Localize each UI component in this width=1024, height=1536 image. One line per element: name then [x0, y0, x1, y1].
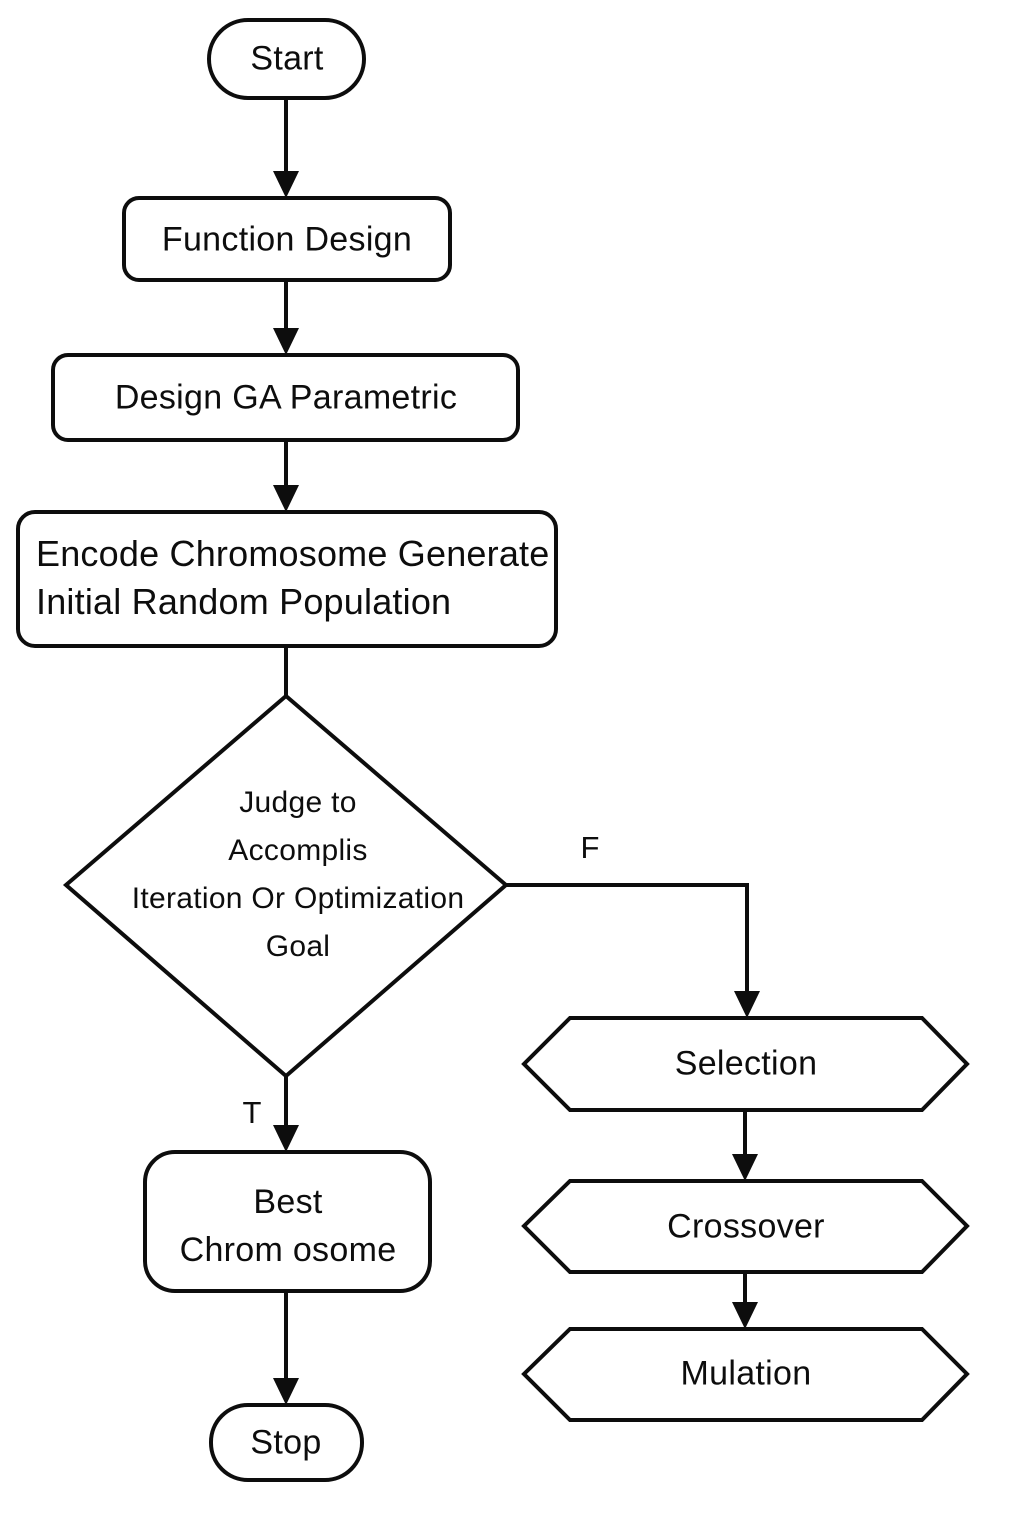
- best-chromosome-label: Best Chrom osome: [180, 1178, 397, 1274]
- crossover-hexagon-shape: [521, 1179, 970, 1274]
- judge-line-2: Accomplis: [228, 834, 368, 867]
- mulation-hexagon-shape: [521, 1327, 970, 1422]
- connector-judge-to-selection: [506, 883, 749, 993]
- mulation-label: Mulation: [680, 1354, 812, 1393]
- start-label: Start: [250, 39, 324, 78]
- encode-chromosome-line-1: Encode Chromosome Generate: [36, 533, 550, 574]
- best-chromosome-line-1: Best: [253, 1183, 323, 1221]
- design-ga-parametric-label: Design GA Parametric: [114, 378, 458, 417]
- arrowhead-into-selection: [734, 991, 760, 1018]
- arrowhead-into-stop: [273, 1378, 299, 1405]
- judge-line-4: Goal: [265, 930, 331, 963]
- judge-line-3: Iteration Or Optimization: [131, 882, 465, 915]
- judge-line-1: Judge to: [239, 786, 357, 819]
- selection-hexagon-shape: [521, 1016, 970, 1112]
- true-branch-label: T: [242, 1095, 262, 1130]
- crossover-label: Crossover: [667, 1207, 825, 1246]
- best-chromosome-line-2: Chrom osome: [179, 1231, 397, 1269]
- stop-terminator-shape: [209, 1403, 364, 1482]
- arrowhead-into-mulation: [732, 1302, 758, 1329]
- stop-label: Stop: [250, 1423, 322, 1462]
- arrowhead-into-crossover: [732, 1154, 758, 1181]
- arrowhead-into-best-chromosome: [273, 1125, 299, 1152]
- false-branch-label: F: [580, 830, 600, 865]
- arrowhead-into-design-ga: [273, 328, 299, 355]
- arrowhead-into-encode: [273, 485, 299, 512]
- encode-chromosome-line-2: Initial Random Population: [36, 581, 452, 622]
- judge-decision-label: Judge to Accomplis Iteration Or Optimiza…: [132, 779, 465, 971]
- selection-label: Selection: [674, 1044, 818, 1083]
- encode-chromosome-label: Encode Chromosome Generate Initial Rando…: [36, 530, 549, 626]
- arrowhead-into-function-design: [273, 171, 299, 198]
- function-design-label: Function Design: [161, 220, 413, 259]
